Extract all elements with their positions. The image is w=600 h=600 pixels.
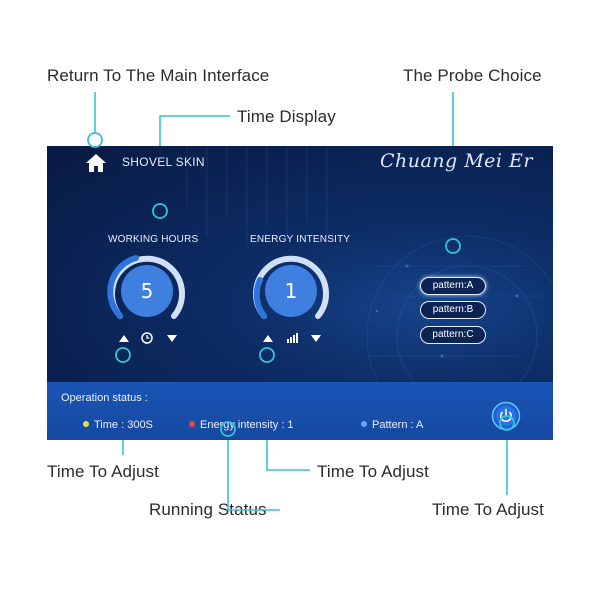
pattern-c-button[interactable]: pattern:C: [420, 326, 486, 344]
operation-status-bar: Operation status : Time : 300S Energy in…: [47, 382, 553, 440]
energy-intensity-up-button[interactable]: [261, 332, 275, 344]
callout-adjust-left: Time To Adjust: [47, 462, 159, 481]
device-screen: SHOVEL SKIN Chuang Mei Er WORKING HOURS …: [47, 146, 553, 440]
status-pattern-dot: [361, 421, 367, 427]
status-time: Time : 300S: [83, 419, 153, 431]
working-hours-up-button[interactable]: [117, 332, 131, 344]
callout-return-main: Return To The Main Interface: [47, 66, 270, 85]
energy-intensity-label: ENERGY INTENSITY: [250, 234, 351, 245]
working-hours-down-button[interactable]: [165, 332, 179, 344]
signal-bars-icon: [287, 333, 298, 343]
status-time-dot: [83, 421, 89, 427]
energy-intensity-down-button[interactable]: [309, 332, 323, 344]
callout-time-display: Time Display: [237, 107, 336, 126]
energy-intensity-dial: 1: [250, 250, 332, 332]
status-pattern: Pattern : A: [361, 419, 423, 431]
callout-running-status: Running Status: [149, 500, 267, 519]
brand-logo: Chuang Mei Er: [379, 150, 533, 172]
status-energy-text: Energy intensity : 1: [200, 419, 294, 431]
callout-adjust-mid: Time To Adjust: [317, 462, 429, 481]
status-pattern-text: Pattern : A: [372, 419, 424, 431]
screen-title: SHOVEL SKIN: [122, 155, 205, 169]
status-energy: Energy intensity : 1: [189, 419, 294, 431]
working-hours-label: WORKING HOURS: [108, 234, 199, 245]
working-hours-dial: 5: [106, 250, 188, 332]
working-hours-value: 5: [140, 279, 154, 303]
callout-probe-choice: The Probe Choice: [403, 66, 542, 85]
status-energy-dot: [189, 421, 195, 427]
home-icon[interactable]: [85, 153, 107, 173]
pattern-a-button[interactable]: pattern:A: [420, 277, 486, 295]
status-time-text: Time : 300S: [94, 419, 153, 431]
operation-status-title: Operation status :: [61, 392, 148, 404]
clock-icon: [141, 332, 153, 344]
pattern-b-button[interactable]: pattern:B: [420, 301, 486, 319]
energy-intensity-value: 1: [284, 279, 298, 303]
working-hours-gauge: [107, 255, 185, 319]
callout-adjust-right: Time To Adjust: [432, 500, 544, 519]
power-icon[interactable]: [491, 401, 521, 431]
energy-intensity-gauge: [253, 255, 329, 319]
